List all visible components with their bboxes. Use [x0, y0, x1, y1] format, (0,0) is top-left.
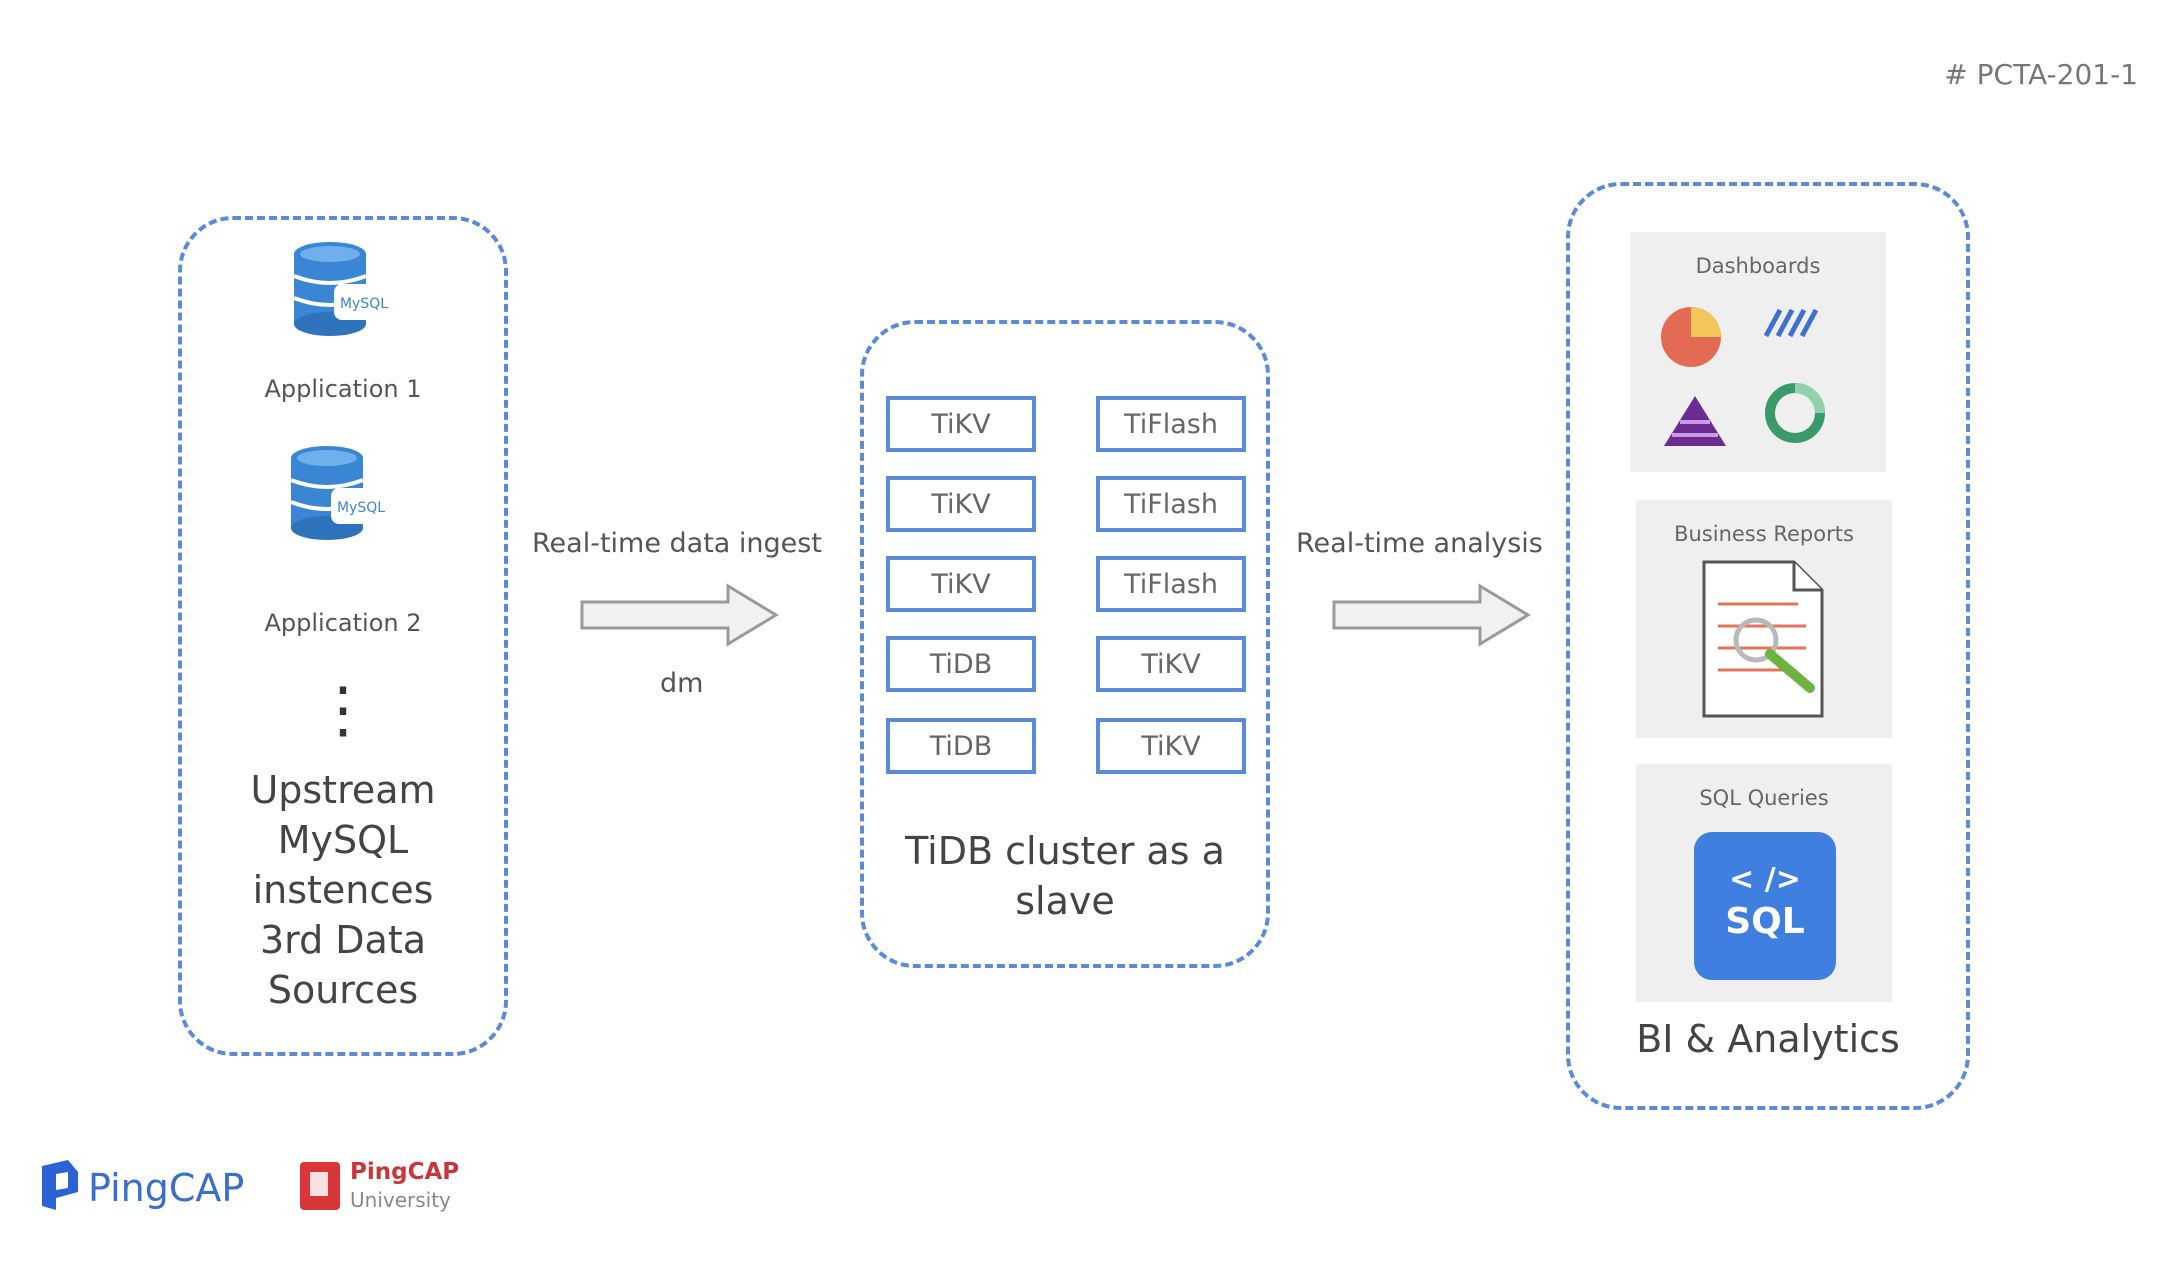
pingcap-university-logo-icon — [300, 1162, 340, 1210]
upstream-box — [178, 216, 508, 1056]
sql-queries-title: SQL Queries — [1699, 786, 1829, 810]
cluster-title: TiDB cluster as a slave — [905, 829, 1225, 923]
analysis-label: Real-time analysis — [1296, 528, 1543, 559]
tidb-cluster-box — [860, 320, 1270, 968]
cluster-node: TiKV — [886, 556, 1036, 612]
cluster-node: TiDB — [886, 636, 1036, 692]
svg-text:MySQL: MySQL — [340, 296, 388, 312]
ingest-label: Real-time data ingest — [532, 528, 822, 559]
cluster-node: TiKV — [886, 396, 1036, 452]
donut-chart-icon — [1765, 383, 1825, 443]
upstream-title: Upstream MySQL instences 3rd Data Source… — [250, 768, 436, 1012]
cluster-node: TiKV — [1096, 636, 1246, 692]
pie-chart-icon — [1661, 307, 1721, 367]
dashboards-panel: Dashboards — [1630, 232, 1886, 472]
right-arrow-icon — [580, 583, 779, 647]
cluster-node: TiKV — [886, 476, 1036, 532]
right-arrow-icon — [1332, 583, 1531, 647]
pyramid-chart-icon — [1664, 396, 1726, 446]
application-1-label: Application 1 — [264, 375, 422, 403]
cluster-node: TiDB — [886, 718, 1036, 774]
cluster-node: TiFlash — [1096, 476, 1246, 532]
sql-queries-panel: SQL Queries < /> SQL — [1636, 764, 1892, 1002]
business-reports-panel: Business Reports — [1636, 500, 1892, 738]
dm-tool-label: dm — [660, 668, 704, 699]
mysql-database-icon: MySQL — [293, 242, 394, 336]
ellipsis-icon: ⋮ — [312, 676, 374, 745]
cluster-node: TiFlash — [1096, 396, 1246, 452]
mysql-database-icon: MySQL — [290, 446, 391, 540]
bar-chart-icon — [1763, 308, 1818, 338]
pingcap-logo-icon — [42, 1160, 78, 1210]
university-logo-text: PingCAP University — [350, 1159, 460, 1212]
business-reports-title: Business Reports — [1674, 522, 1854, 546]
application-2-label: Application 2 — [264, 609, 422, 637]
bi-analytics-title: BI & Analytics — [1636, 1017, 1900, 1061]
sql-code-icon: < /> SQL — [1694, 832, 1836, 980]
cluster-node: TiKV — [1096, 718, 1246, 774]
dashboards-title: Dashboards — [1695, 254, 1821, 278]
bi-analytics-box — [1566, 182, 1970, 1110]
pingcap-logo-text: PingCAP — [88, 1166, 245, 1210]
report-document-icon — [1702, 560, 1824, 718]
slide-id: # PCTA-201-1 — [1944, 58, 2138, 91]
svg-text:MySQL: MySQL — [337, 500, 385, 516]
cluster-node: TiFlash — [1096, 556, 1246, 612]
